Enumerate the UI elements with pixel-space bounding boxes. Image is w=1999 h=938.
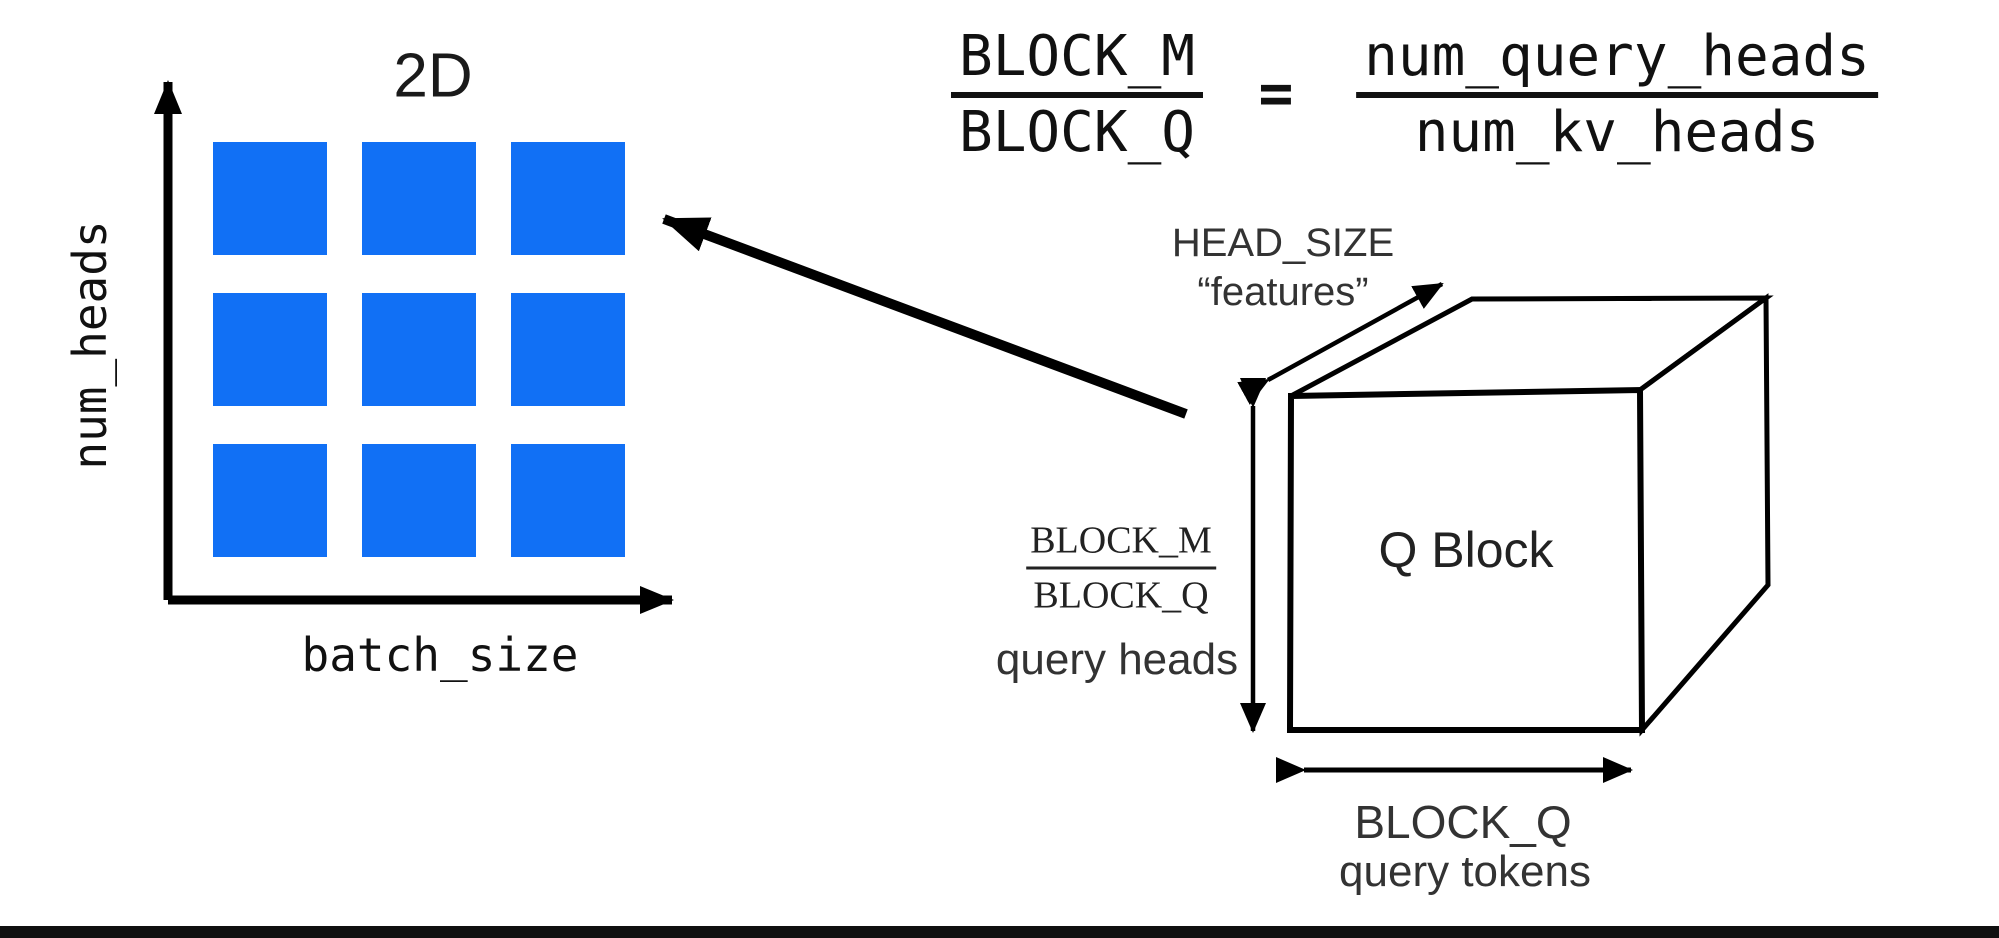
chart-title: 2D (393, 41, 473, 111)
formula-lhs-fraction: BLOCK_M BLOCK_Q (950, 28, 1204, 165)
cube-label: Q Block (1378, 522, 1554, 578)
grid-square (511, 142, 625, 255)
cube-height-numerator: BLOCK_M (1026, 519, 1216, 570)
formula-rhs-fraction: num_query_heads num_kv_heads (1356, 28, 1878, 162)
formula-lhs-denominator: BLOCK_Q (958, 100, 1196, 165)
cube-height-sublabel: query heads (995, 635, 1239, 684)
depth-dimension-arrow (1237, 282, 1444, 405)
grid-square (213, 444, 327, 557)
cube-depth-label-line1: HEAD_SIZE (1171, 221, 1395, 265)
cube-width-label: BLOCK_Q (1354, 796, 1572, 848)
q-block-cube (1286, 293, 1774, 737)
grid-square (362, 142, 476, 255)
bottom-edge-bar (0, 926, 1999, 938)
formula-equals-sign: = (1258, 59, 1294, 127)
pointer-arrow (662, 214, 1188, 419)
cube-front-face (1286, 386, 1646, 733)
formula-rhs-numerator: num_query_heads (1356, 28, 1878, 98)
cube-width-sublabel: query tokens (1339, 847, 1591, 896)
formula-lhs-numerator: BLOCK_M (950, 28, 1204, 98)
grid-square (362, 293, 476, 406)
cube-depth-label: HEAD_SIZE “features” (1172, 219, 1394, 317)
y-axis-label: num_heads (63, 220, 117, 470)
cube-height-fraction: BLOCK_M BLOCK_Q (1026, 519, 1216, 618)
grid-square (213, 293, 327, 406)
cube-depth-label-line2: “features” (1197, 270, 1369, 314)
grid-square (362, 444, 476, 557)
grid-square (511, 293, 625, 406)
x-axis-label: batch_size (301, 628, 579, 682)
formula-rhs-denominator: num_kv_heads (1414, 100, 1820, 165)
cube-height-denominator: BLOCK_Q (1033, 574, 1209, 617)
grid-square (213, 142, 327, 255)
grid-square (511, 444, 625, 557)
